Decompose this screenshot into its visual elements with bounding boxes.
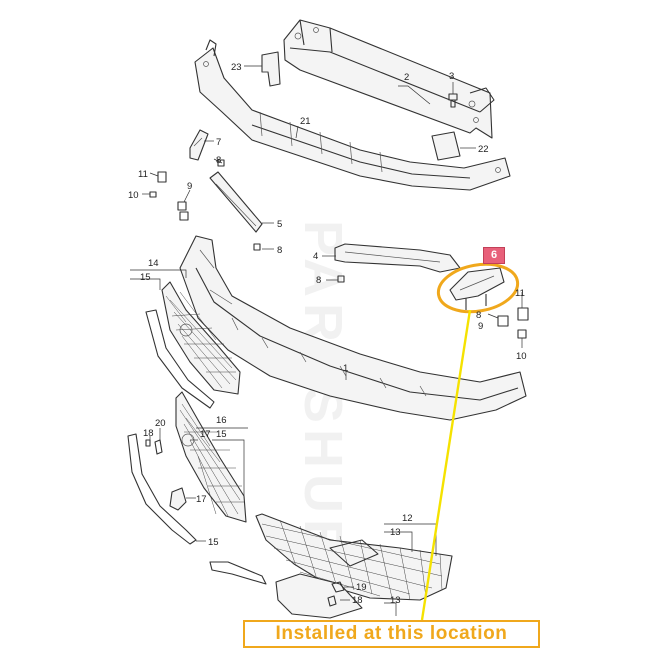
label-8-a: 8 [216, 155, 221, 166]
absorber-carrier-part [194, 39, 511, 191]
label-5: 5 [277, 219, 282, 230]
label-18-b: 18 [352, 595, 363, 606]
label-17-b: 17 [196, 494, 207, 505]
fasteners-left-part [149, 159, 345, 283]
bracket-part [261, 51, 281, 87]
label-10-b: 10 [516, 351, 527, 362]
label-17-a: 17 [200, 429, 211, 440]
label-18-a: 18 [143, 428, 154, 439]
label-1: 1 [343, 363, 348, 374]
label-11-a: 11 [138, 169, 148, 180]
label-3: 3 [449, 71, 454, 82]
fasteners-right-part [497, 307, 529, 339]
label-9-a: 9 [187, 181, 192, 192]
label-12: 12 [402, 513, 413, 524]
label-8-b: 8 [277, 245, 282, 256]
label-14: 14 [148, 258, 159, 269]
upper-grille-part [161, 281, 241, 395]
clips-part [145, 439, 187, 511]
bumper-beam-part [283, 19, 495, 139]
label-8-c: 8 [316, 275, 321, 286]
leader-lines [130, 65, 523, 616]
bottom-spoiler-part [209, 561, 363, 619]
label-7: 7 [216, 137, 221, 148]
label-22: 22 [478, 144, 489, 155]
guide-bracket-part [189, 129, 209, 161]
label-13-a: 13 [390, 527, 401, 538]
highlight-ring [436, 262, 520, 314]
lower-grille-part [255, 513, 453, 601]
label-2: 2 [404, 72, 409, 83]
right-bracket-part [431, 131, 461, 161]
bumper-cover-part [179, 235, 527, 421]
highlight-leader-line [420, 309, 472, 621]
label-20: 20 [155, 418, 166, 429]
side-grille-part [175, 391, 247, 523]
highlight-part-badge: 6 [483, 247, 505, 264]
label-23: 23 [231, 62, 242, 73]
label-15-c: 15 [208, 537, 219, 548]
label-10-a: 10 [128, 190, 139, 201]
guide-profile-part [209, 171, 263, 233]
label-8-d: 8 [476, 310, 481, 321]
upper-trim-part [145, 309, 215, 409]
label-19: 19 [356, 582, 367, 593]
highlighted-guide-part [449, 267, 505, 310]
label-13-b: 13 [390, 595, 401, 606]
label-16: 16 [216, 415, 227, 426]
part-number-labels: 23 2 3 21 22 7 8 11 10 9 5 8 4 8 14 15 1… [128, 62, 527, 606]
label-15-b: 15 [216, 429, 227, 440]
label-11-b: 11 [515, 288, 525, 299]
installation-callout: Installed at this location [243, 620, 540, 648]
lower-trim-part [127, 433, 197, 545]
label-15-a: 15 [140, 272, 151, 283]
center-guide-part [334, 243, 461, 273]
label-9-b: 9 [478, 321, 483, 332]
label-21: 21 [300, 116, 311, 127]
label-4: 4 [313, 251, 318, 262]
bolt-part [448, 93, 458, 108]
